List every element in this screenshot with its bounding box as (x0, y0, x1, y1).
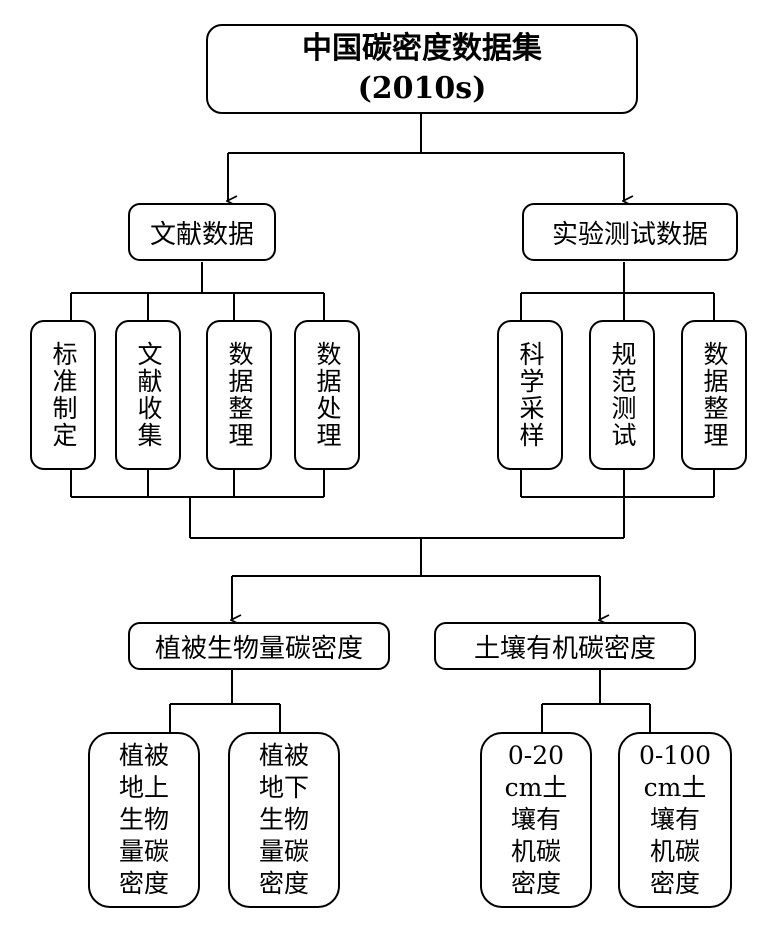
leaf-line: 地下 (258, 773, 309, 802)
step-label: 数据处理 (313, 341, 342, 449)
leaf-line: cm土 (643, 773, 707, 802)
step-scientific-sampling: 科学采样 (497, 320, 563, 470)
soil-carbon-box: 土壤有机碳密度 (434, 622, 696, 670)
step-standard-testing: 规范测试 (589, 320, 655, 470)
leaf-line: 植被 (258, 741, 309, 770)
step-data-processing: 数据处理 (294, 320, 360, 470)
step-label: 数据整理 (225, 341, 254, 449)
leaf-line: 地上 (118, 773, 169, 802)
leaf-line: 0-100 (638, 741, 712, 770)
step-data-organizing: 数据整理 (206, 320, 272, 470)
experiment-data-label: 实验测试数据 (551, 219, 708, 250)
step-label: 标准制定 (49, 341, 78, 449)
dataset-title-box: 中国碳密度数据集 (2010s) (206, 24, 638, 114)
leaf-line: 壤有 (649, 805, 700, 834)
soil-carbon-label: 土壤有机碳密度 (473, 633, 656, 664)
leaf-line: cm土 (504, 773, 568, 802)
experiment-data-box: 实验测试数据 (522, 203, 738, 261)
dataset-title: 中国碳密度数据集 (302, 31, 542, 66)
step-standard-setting: 标准制定 (30, 320, 96, 470)
vegetation-carbon-box: 植被生物量碳密度 (128, 622, 390, 670)
step-literature-collection: 文献收集 (115, 320, 181, 470)
leaf-line: 密度 (258, 869, 309, 898)
aboveground-biomass-box: 植被 地上 生物 量碳 密度 (88, 732, 200, 908)
dataset-period: (2010s) (357, 71, 487, 106)
leaf-line: 量碳 (118, 837, 169, 866)
leaf-line: 0-20 (507, 741, 565, 770)
step-label: 数据整理 (700, 341, 729, 449)
soil-0-20-box: 0-20 cm土 壤有 机碳 密度 (480, 732, 592, 908)
leaf-line: 机碳 (649, 837, 700, 866)
step-label: 文献收集 (134, 341, 163, 449)
literature-data-box: 文献数据 (128, 203, 276, 261)
leaf-line: 密度 (649, 869, 700, 898)
leaf-line: 机碳 (510, 837, 561, 866)
soil-0-100-box: 0-100 cm土 壤有 机碳 密度 (618, 732, 732, 908)
leaf-line: 壤有 (510, 805, 561, 834)
literature-data-label: 文献数据 (149, 219, 254, 250)
leaf-line: 生物 (258, 805, 309, 834)
step-label: 科学采样 (516, 341, 545, 449)
step-data-organizing-2: 数据整理 (681, 320, 747, 470)
vegetation-carbon-label: 植被生物量碳密度 (154, 633, 363, 664)
leaf-line: 植被 (118, 741, 169, 770)
step-label: 规范测试 (608, 341, 637, 449)
leaf-line: 密度 (118, 869, 169, 898)
belowground-biomass-box: 植被 地下 生物 量碳 密度 (228, 732, 340, 908)
leaf-line: 密度 (510, 869, 561, 898)
leaf-line: 量碳 (258, 837, 309, 866)
leaf-line: 生物 (118, 805, 169, 834)
